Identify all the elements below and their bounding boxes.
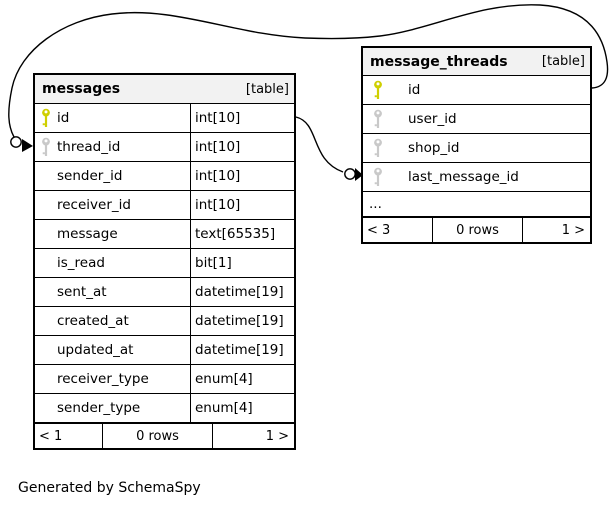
table-message-threads-pager: < 3 0 rows 1 > xyxy=(363,216,590,242)
column-row-created-at: created_at datetime[19] xyxy=(35,306,294,335)
column-name: sender_type xyxy=(57,400,141,416)
column-row-message: message text[65535] xyxy=(35,219,294,248)
key-icon xyxy=(373,167,383,187)
column-row-sender-type: sender_type enum[4] xyxy=(35,393,294,422)
pager-prev[interactable]: < 1 xyxy=(35,424,103,448)
column-row-shop-id: shop_id xyxy=(363,133,590,162)
column-type: int[10] xyxy=(190,162,294,190)
column-row-updated-at: updated_at datetime[19] xyxy=(35,335,294,364)
column-row-receiver-type: receiver_type enum[4] xyxy=(35,364,294,393)
column-type: int[10] xyxy=(190,104,294,132)
column-type: enum[4] xyxy=(190,365,294,393)
column-name: thread_id xyxy=(57,139,121,155)
column-row-receiver-id: receiver_id int[10] xyxy=(35,190,294,219)
table-messages[interactable]: messages [table] id int[10] thread_id in… xyxy=(33,73,296,450)
more-columns-ellipsis: ... xyxy=(369,196,382,212)
column-row-last-message-id: last_message_id xyxy=(363,162,590,191)
column-row-sender-id: sender_id int[10] xyxy=(35,161,294,190)
edge-last-message-id xyxy=(295,116,344,173)
column-name: id xyxy=(408,82,421,98)
column-name: user_id xyxy=(408,111,457,127)
table-message-threads[interactable]: message_threads [table] id user_id shop_… xyxy=(361,46,592,244)
pager-next[interactable]: 1 > xyxy=(265,428,289,444)
column-name: message xyxy=(57,226,118,242)
column-name: id xyxy=(57,110,70,126)
edge-thread-id-arrow xyxy=(22,139,33,152)
column-name: last_message_id xyxy=(408,169,519,185)
column-type: datetime[19] xyxy=(190,307,294,335)
table-name: message_threads xyxy=(370,53,508,70)
column-row-user-id: user_id xyxy=(363,104,590,133)
column-row-id: id xyxy=(363,75,590,104)
key-icon xyxy=(41,137,51,157)
column-type: enum[4] xyxy=(190,394,294,422)
edge-thread-id-circle xyxy=(10,136,22,148)
key-icon xyxy=(373,80,383,100)
column-name: receiver_type xyxy=(57,371,149,387)
column-row-id: id int[10] xyxy=(35,103,294,132)
key-icon xyxy=(41,108,51,128)
column-name: is_read xyxy=(57,255,105,271)
table-name: messages xyxy=(42,81,121,97)
edge-last-message-id-circle xyxy=(344,168,356,180)
table-messages-pager: < 1 0 rows 1 > xyxy=(35,422,294,448)
row-count: 0 rows xyxy=(433,218,523,242)
column-type: bit[1] xyxy=(190,249,294,277)
table-type-tag: [table] xyxy=(245,81,289,97)
column-name: sent_at xyxy=(57,284,107,300)
key-icon xyxy=(373,138,383,158)
column-type: text[65535] xyxy=(190,220,294,248)
row-count: 0 rows xyxy=(103,424,213,448)
column-row-thread-id: thread_id int[10] xyxy=(35,132,294,161)
table-message-threads-header[interactable]: message_threads [table] xyxy=(363,48,590,75)
key-icon xyxy=(373,109,383,129)
column-type: int[10] xyxy=(190,133,294,161)
column-name: created_at xyxy=(57,313,129,329)
column-name: receiver_id xyxy=(57,197,131,213)
pager-next[interactable]: 1 > xyxy=(561,222,585,238)
table-messages-header[interactable]: messages [table] xyxy=(35,75,294,103)
column-row-sent-at: sent_at datetime[19] xyxy=(35,277,294,306)
generator-caption: Generated by SchemaSpy xyxy=(18,480,201,496)
column-name: shop_id xyxy=(408,140,460,156)
column-name: sender_id xyxy=(57,168,123,184)
table-type-tag: [table] xyxy=(541,54,585,69)
column-row-more: ... xyxy=(363,191,590,216)
column-type: datetime[19] xyxy=(190,278,294,306)
column-row-is-read: is_read bit[1] xyxy=(35,248,294,277)
pager-prev[interactable]: < 3 xyxy=(363,218,433,242)
column-type: int[10] xyxy=(190,191,294,219)
column-type: datetime[19] xyxy=(190,336,294,364)
column-name: updated_at xyxy=(57,342,134,358)
